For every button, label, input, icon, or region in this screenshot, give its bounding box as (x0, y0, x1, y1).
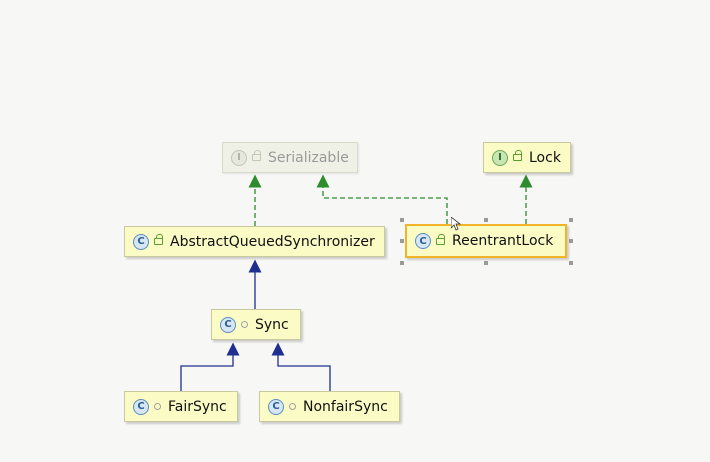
selection-handle-bottom-mid[interactable] (484, 261, 488, 265)
public-lock-icon (252, 150, 261, 161)
node-sync[interactable]: C Sync (211, 309, 301, 340)
class-icon: C (415, 233, 431, 249)
public-lock-icon (154, 234, 163, 245)
selection-handle-bottom-left[interactable] (400, 261, 404, 265)
abstract-class-icon: C (220, 316, 236, 333)
node-label-abstract-queued-synchronizer: AbstractQueuedSynchronizer (170, 233, 375, 250)
class-icon: C (268, 398, 284, 415)
public-lock-icon (513, 150, 522, 161)
interface-icon: I (492, 149, 508, 166)
abstract-class-icon: C (133, 233, 149, 250)
selection-handle-top-left[interactable] (400, 218, 404, 222)
node-label-serializable: Serializable (268, 149, 349, 166)
package-private-icon (154, 403, 161, 410)
edge-fairsync-extends-sync (180, 342, 240, 391)
edge-nonfairsync-extends-sync (271, 342, 331, 391)
package-private-icon (289, 403, 296, 410)
node-reentrant-lock[interactable]: C ReentrantLock (405, 224, 567, 258)
selection-handle-mid-right[interactable] (569, 239, 573, 243)
node-label-sync: Sync (255, 316, 289, 333)
node-label-nonfair-sync: NonfairSync (303, 398, 388, 415)
node-label-reentrant-lock: ReentrantLock (452, 233, 554, 249)
node-fair-sync[interactable]: C FairSync (124, 391, 238, 422)
node-serializable[interactable]: I Serializable (222, 142, 358, 173)
class-icon: C (133, 398, 149, 415)
package-private-icon (241, 321, 248, 328)
node-lock[interactable]: I Lock (483, 142, 571, 173)
node-label-fair-sync: FairSync (168, 398, 227, 415)
mouse-pointer-icon (451, 217, 461, 231)
selection-handle-top-right[interactable] (569, 218, 573, 222)
node-label-lock: Lock (529, 149, 561, 166)
node-nonfair-sync[interactable]: C NonfairSync (259, 391, 400, 422)
selection-handle-mid-left[interactable] (400, 239, 404, 243)
interface-icon: I (231, 149, 247, 166)
selection-handle-top-mid[interactable] (484, 218, 488, 222)
selection-handle-bottom-right[interactable] (569, 261, 573, 265)
node-abstract-queued-synchronizer[interactable]: C AbstractQueuedSynchronizer (124, 226, 385, 257)
public-lock-icon (436, 233, 445, 245)
edge-reentrantlock-implements-serializable (316, 174, 448, 224)
